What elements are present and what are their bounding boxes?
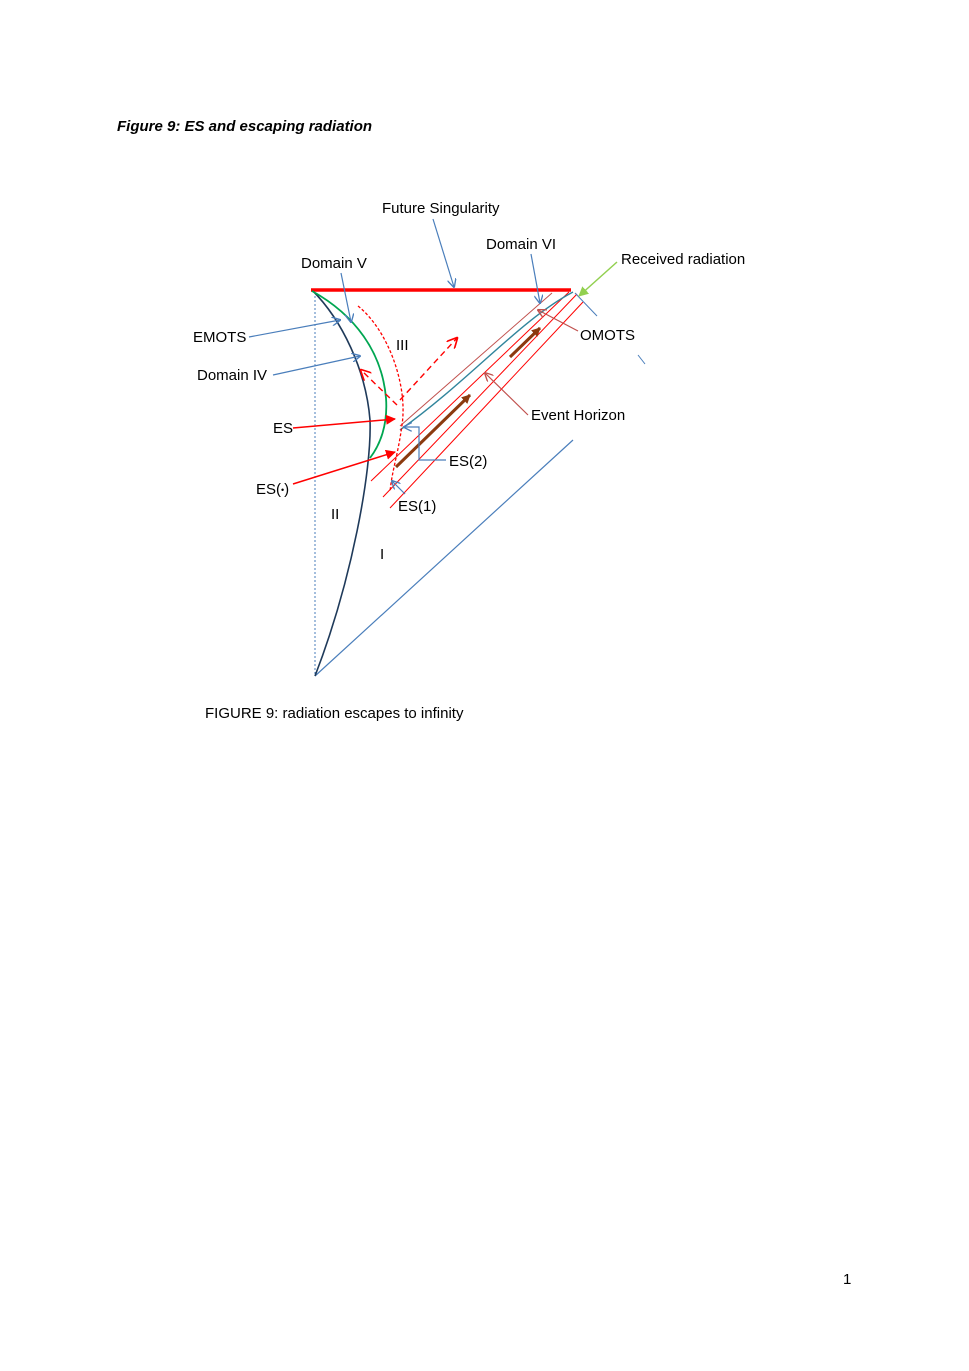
region-ii-label: II (331, 506, 339, 523)
received-radiation-label: Received radiation (621, 251, 745, 268)
received-radiation-pointer (578, 261, 618, 297)
emots-curve (311, 290, 388, 459)
es1-label: ES(1) (398, 498, 436, 515)
domain-v-label: Domain V (301, 255, 367, 272)
omots-curve (399, 291, 574, 431)
es2-label: ES(2) (449, 453, 487, 470)
page-number: 1 (843, 1271, 852, 1288)
figure-heading: Figure 9: ES and escaping radiation (117, 118, 373, 135)
escaping-ray-arrow (399, 338, 457, 401)
past-null-boundary (314, 439, 574, 677)
event-horizon-pointer (485, 373, 529, 416)
event-horizon-line-inner (370, 291, 570, 482)
omots-label: OMOTS (580, 327, 635, 344)
inner-null-line (399, 292, 553, 427)
domain-iv-pointer (272, 356, 360, 376)
region-i-label: I (380, 546, 384, 563)
es-dashed-curve (357, 305, 404, 493)
figure-caption: FIGURE 9: radiation escapes to infinity (205, 705, 464, 722)
outer-segment-top (574, 292, 598, 317)
es-star-pointer (292, 449, 396, 485)
radiation-arrow-upper (508, 326, 542, 359)
domain-vi-pointer (530, 253, 540, 303)
domain-iv-label: Domain IV (197, 367, 267, 384)
event-horizon-line-outer (389, 301, 584, 509)
region-iii-label: III (396, 337, 409, 354)
radiation-arrow-lower (394, 393, 472, 469)
future-singularity-label: Future Singularity (382, 200, 500, 217)
es1-pointer (392, 481, 406, 495)
event-horizon-line-middle (382, 293, 578, 498)
emots-label: EMOTS (193, 329, 246, 346)
es-star-label: ES(•) (256, 481, 289, 498)
es-pointer (292, 414, 396, 429)
ingoing-ray-arrow (361, 370, 398, 406)
collapsing-surface-curve (311, 289, 371, 677)
domain-v-pointer (340, 272, 351, 322)
outer-segment-small (637, 354, 646, 365)
omots-pointer (538, 310, 579, 332)
es2-pointer (404, 427, 446, 461)
domain-vi-label: Domain VI (486, 236, 556, 253)
future-singularity-pointer (432, 218, 454, 287)
es-label: ES (273, 420, 293, 437)
event-horizon-label: Event Horizon (531, 407, 625, 424)
emots-pointer (248, 320, 340, 338)
